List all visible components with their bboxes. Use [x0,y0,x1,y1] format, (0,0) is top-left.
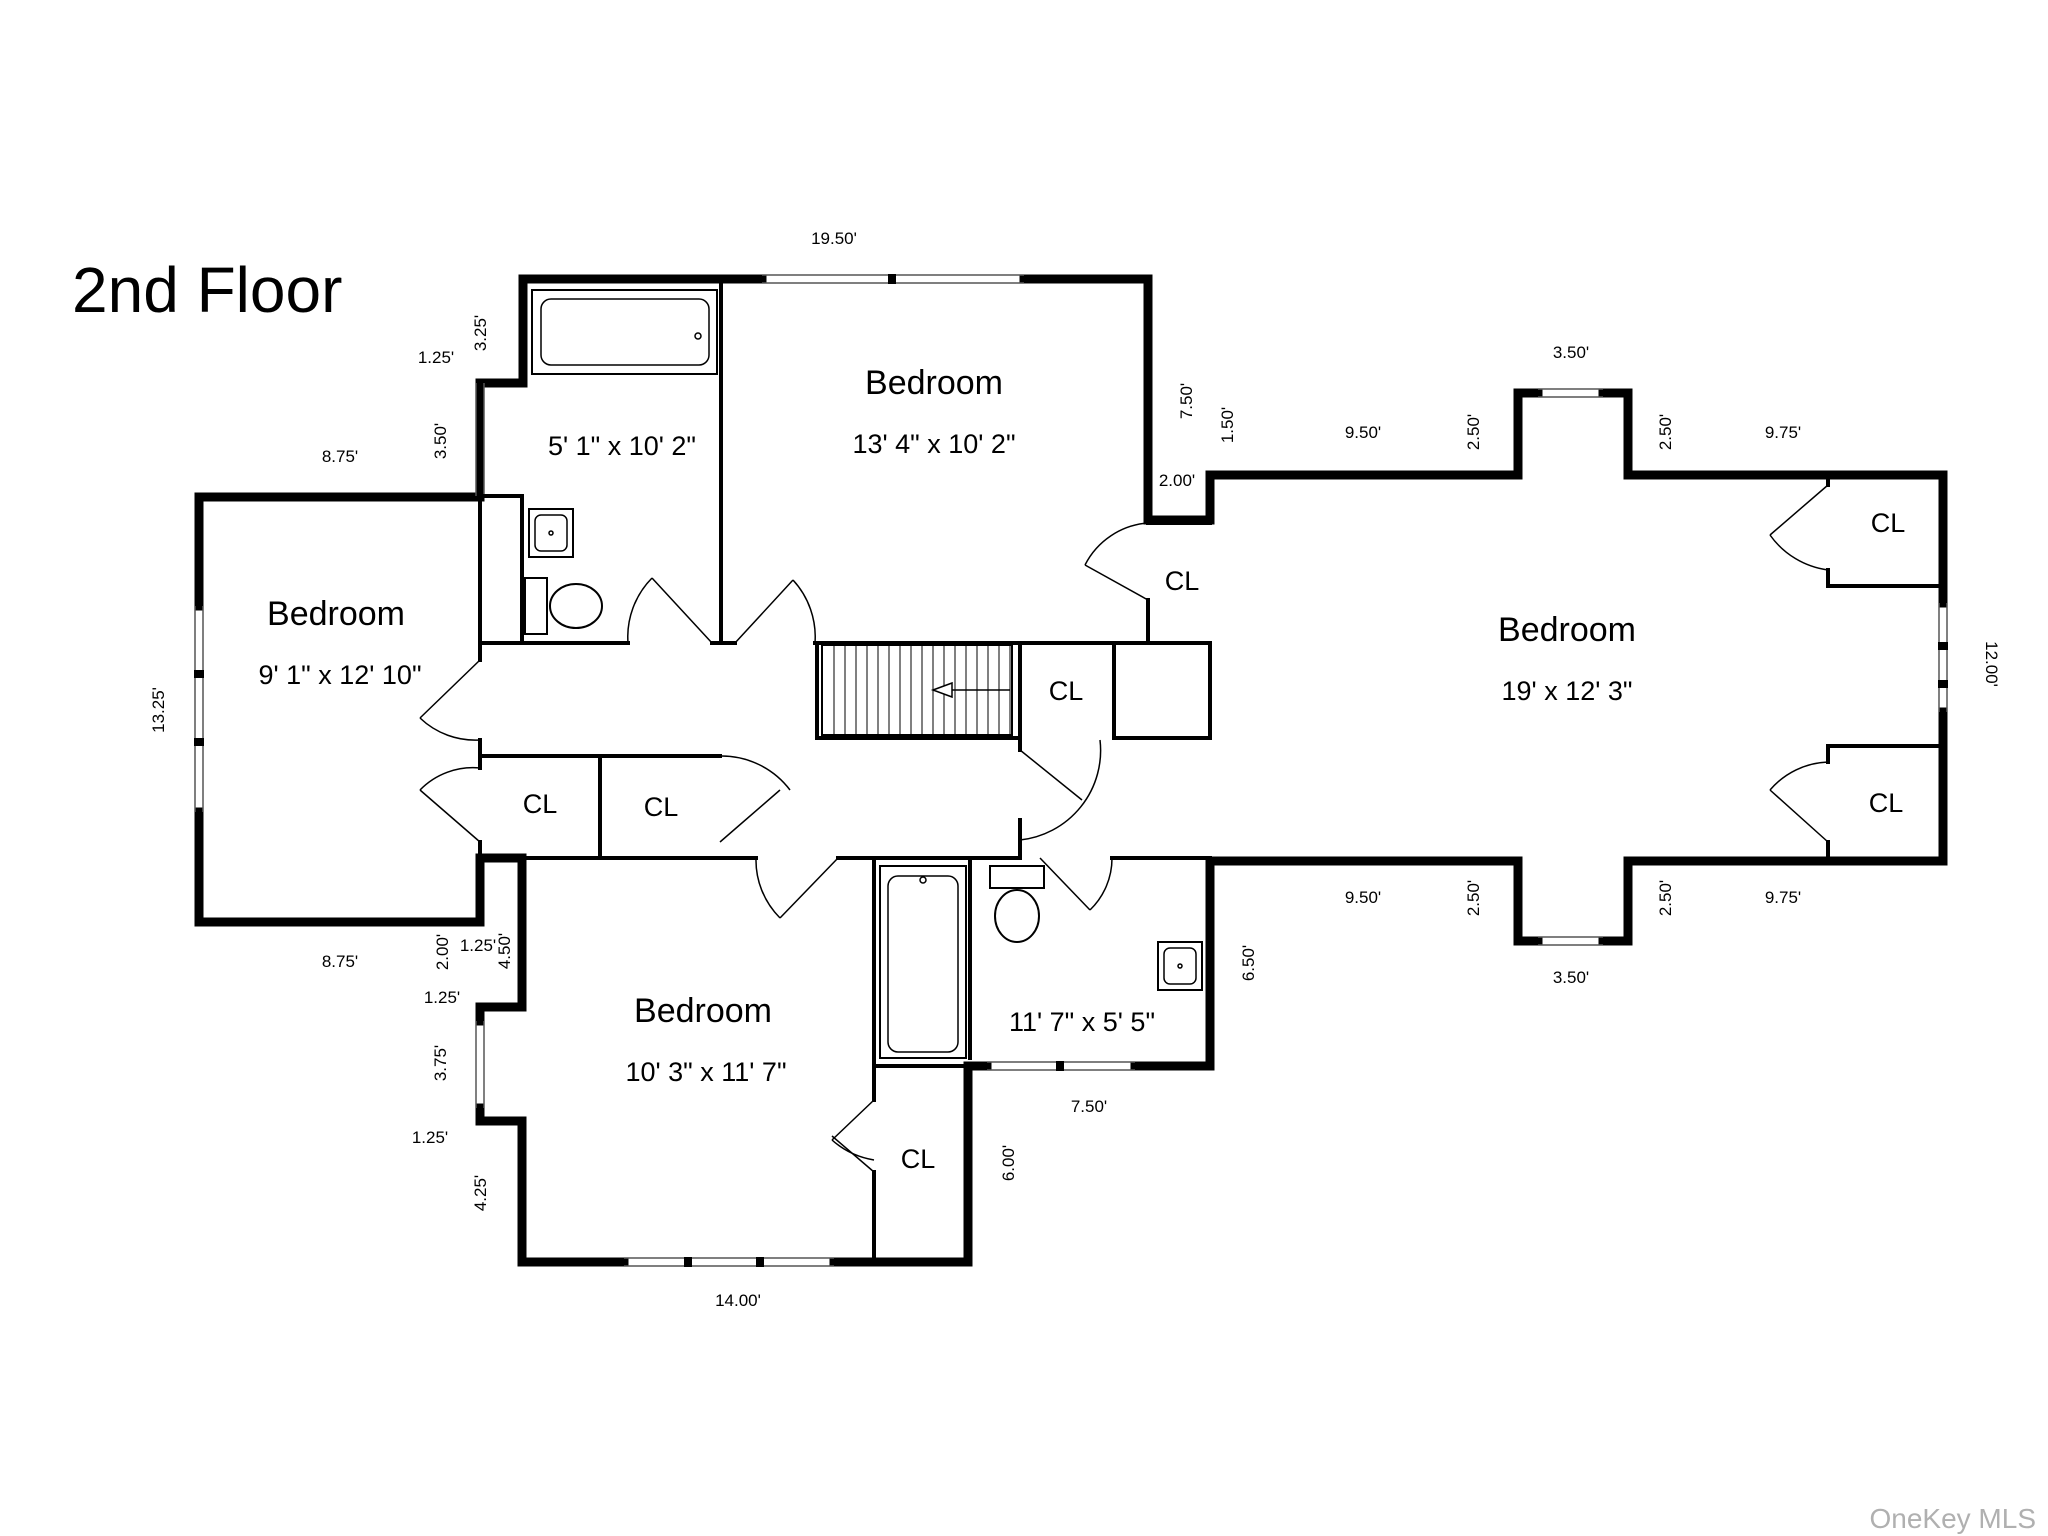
dim-label: 2.50' [1464,414,1483,450]
room-name-bedroom-south: Bedroom [634,992,772,1030]
door-closet-hall[interactable] [719,755,791,843]
dim-label: 2.50' [1464,880,1483,916]
room-size-bedroom-east: 19' x 12' 3" [1502,676,1633,706]
dim-label: 9.75' [1765,888,1801,907]
window-east-bottom [1538,936,1603,946]
window-sw-bedroom-bottom [624,1257,834,1267]
dim-label: 2.50' [1656,880,1675,916]
bathtub-1 [531,289,718,375]
door-closet-east-top[interactable] [1769,484,1829,571]
dim-label: 2.50' [1656,414,1675,450]
door-closet-east-bottom[interactable] [1769,761,1829,843]
room-size-bedroom-south: 10' 3" x 11' 7" [625,1057,786,1087]
closet-label: CL [523,789,558,819]
dim-label: 14.00' [715,1291,761,1310]
door-bedroom-west[interactable] [419,659,481,741]
dim-label: 9.50' [1345,423,1381,442]
closet-label: CL [901,1144,936,1174]
dim-label: 1.25' [412,1128,448,1147]
closet-label: CL [1869,788,1904,818]
window-top [762,274,1024,284]
dim-label: 7.50' [1071,1097,1107,1116]
window-east-top [1538,388,1603,398]
window-sw-bedroom-west [475,1021,485,1108]
room-size-bedroom-west: 9' 1" x 12' 10" [258,660,421,690]
door-bedroom-north[interactable] [734,579,816,644]
dim-label: 3.50' [1553,968,1589,987]
closet-label: CL [1049,676,1084,706]
dim-label: 3.75' [431,1045,450,1081]
dim-label: 3.25' [471,315,490,351]
window-bath2-bottom [987,1061,1135,1071]
dim-label: 6.50' [1239,945,1258,981]
window-bath-west [475,383,485,496]
door-closet-south[interactable] [831,1099,875,1173]
doors [419,484,1829,1173]
closet-label: CL [1165,566,1200,596]
door-bedroom-south[interactable] [755,857,839,919]
toilet-2 [989,865,1045,943]
room-labels: Bedroom 13' 4" x 10' 2" Bedroom 9' 1" x … [258,364,1905,1174]
stair-arrow-icon [930,681,953,699]
interior-walls [478,281,1945,1264]
window-west [194,606,204,812]
dim-label: 1.50' [1218,407,1237,443]
dim-label: 9.75' [1765,423,1801,442]
room-name-bedroom-north: Bedroom [865,364,1003,402]
floor-title: 2nd Floor [72,254,342,326]
door-closet-stair[interactable] [1019,739,1102,841]
dim-label: 3.50' [1553,343,1589,362]
dim-label: 1.25' [460,936,496,955]
door-bath-2[interactable] [1039,857,1113,911]
dim-label: 9.50' [1345,888,1381,907]
dim-label: 2.00' [1159,471,1195,490]
door-bath-1[interactable] [627,577,713,644]
dim-label: 12.00' [1982,641,2001,687]
dim-label: 1.25' [424,988,460,1007]
dim-label: 8.75' [322,447,358,466]
bathtub-2 [879,865,967,1059]
dim-label: 8.75' [322,952,358,971]
dim-label: 1.25' [418,348,454,367]
closet-label: CL [1871,508,1906,538]
dim-label: 4.50' [495,933,514,969]
sink-2 [1157,941,1203,991]
dim-label: 6.00' [999,1145,1018,1181]
bath-1-size: 5' 1" x 10' 2" [548,431,696,461]
sink-1 [528,508,574,558]
dim-label: 3.50' [431,423,450,459]
room-name-bedroom-west: Bedroom [267,595,405,633]
bath-2-size: 11' 7" x 5' 5" [1009,1007,1155,1037]
room-name-bedroom-east: Bedroom [1498,611,1636,649]
dim-label: 7.50' [1177,383,1196,419]
window-east-side [1938,603,1948,712]
dimension-labels: 19.50' 3.25' 1.25' 3.50' 8.75' 7.50' 1.5… [149,229,2001,1310]
dim-label: 19.50' [811,229,857,248]
closet-label: CL [644,792,679,822]
door-closet-west[interactable] [419,766,481,843]
dim-label: 4.25' [471,1175,490,1211]
dim-label: 13.25' [149,687,168,733]
door-closet-north[interactable] [1084,522,1149,601]
toilet-1 [524,577,603,635]
dim-label: 2.00' [433,934,452,970]
room-size-bedroom-north: 13' 4" x 10' 2" [852,429,1015,459]
watermark: OneKey MLS [1869,1503,2036,1534]
staircase [821,644,1013,736]
windows [194,274,1948,1267]
